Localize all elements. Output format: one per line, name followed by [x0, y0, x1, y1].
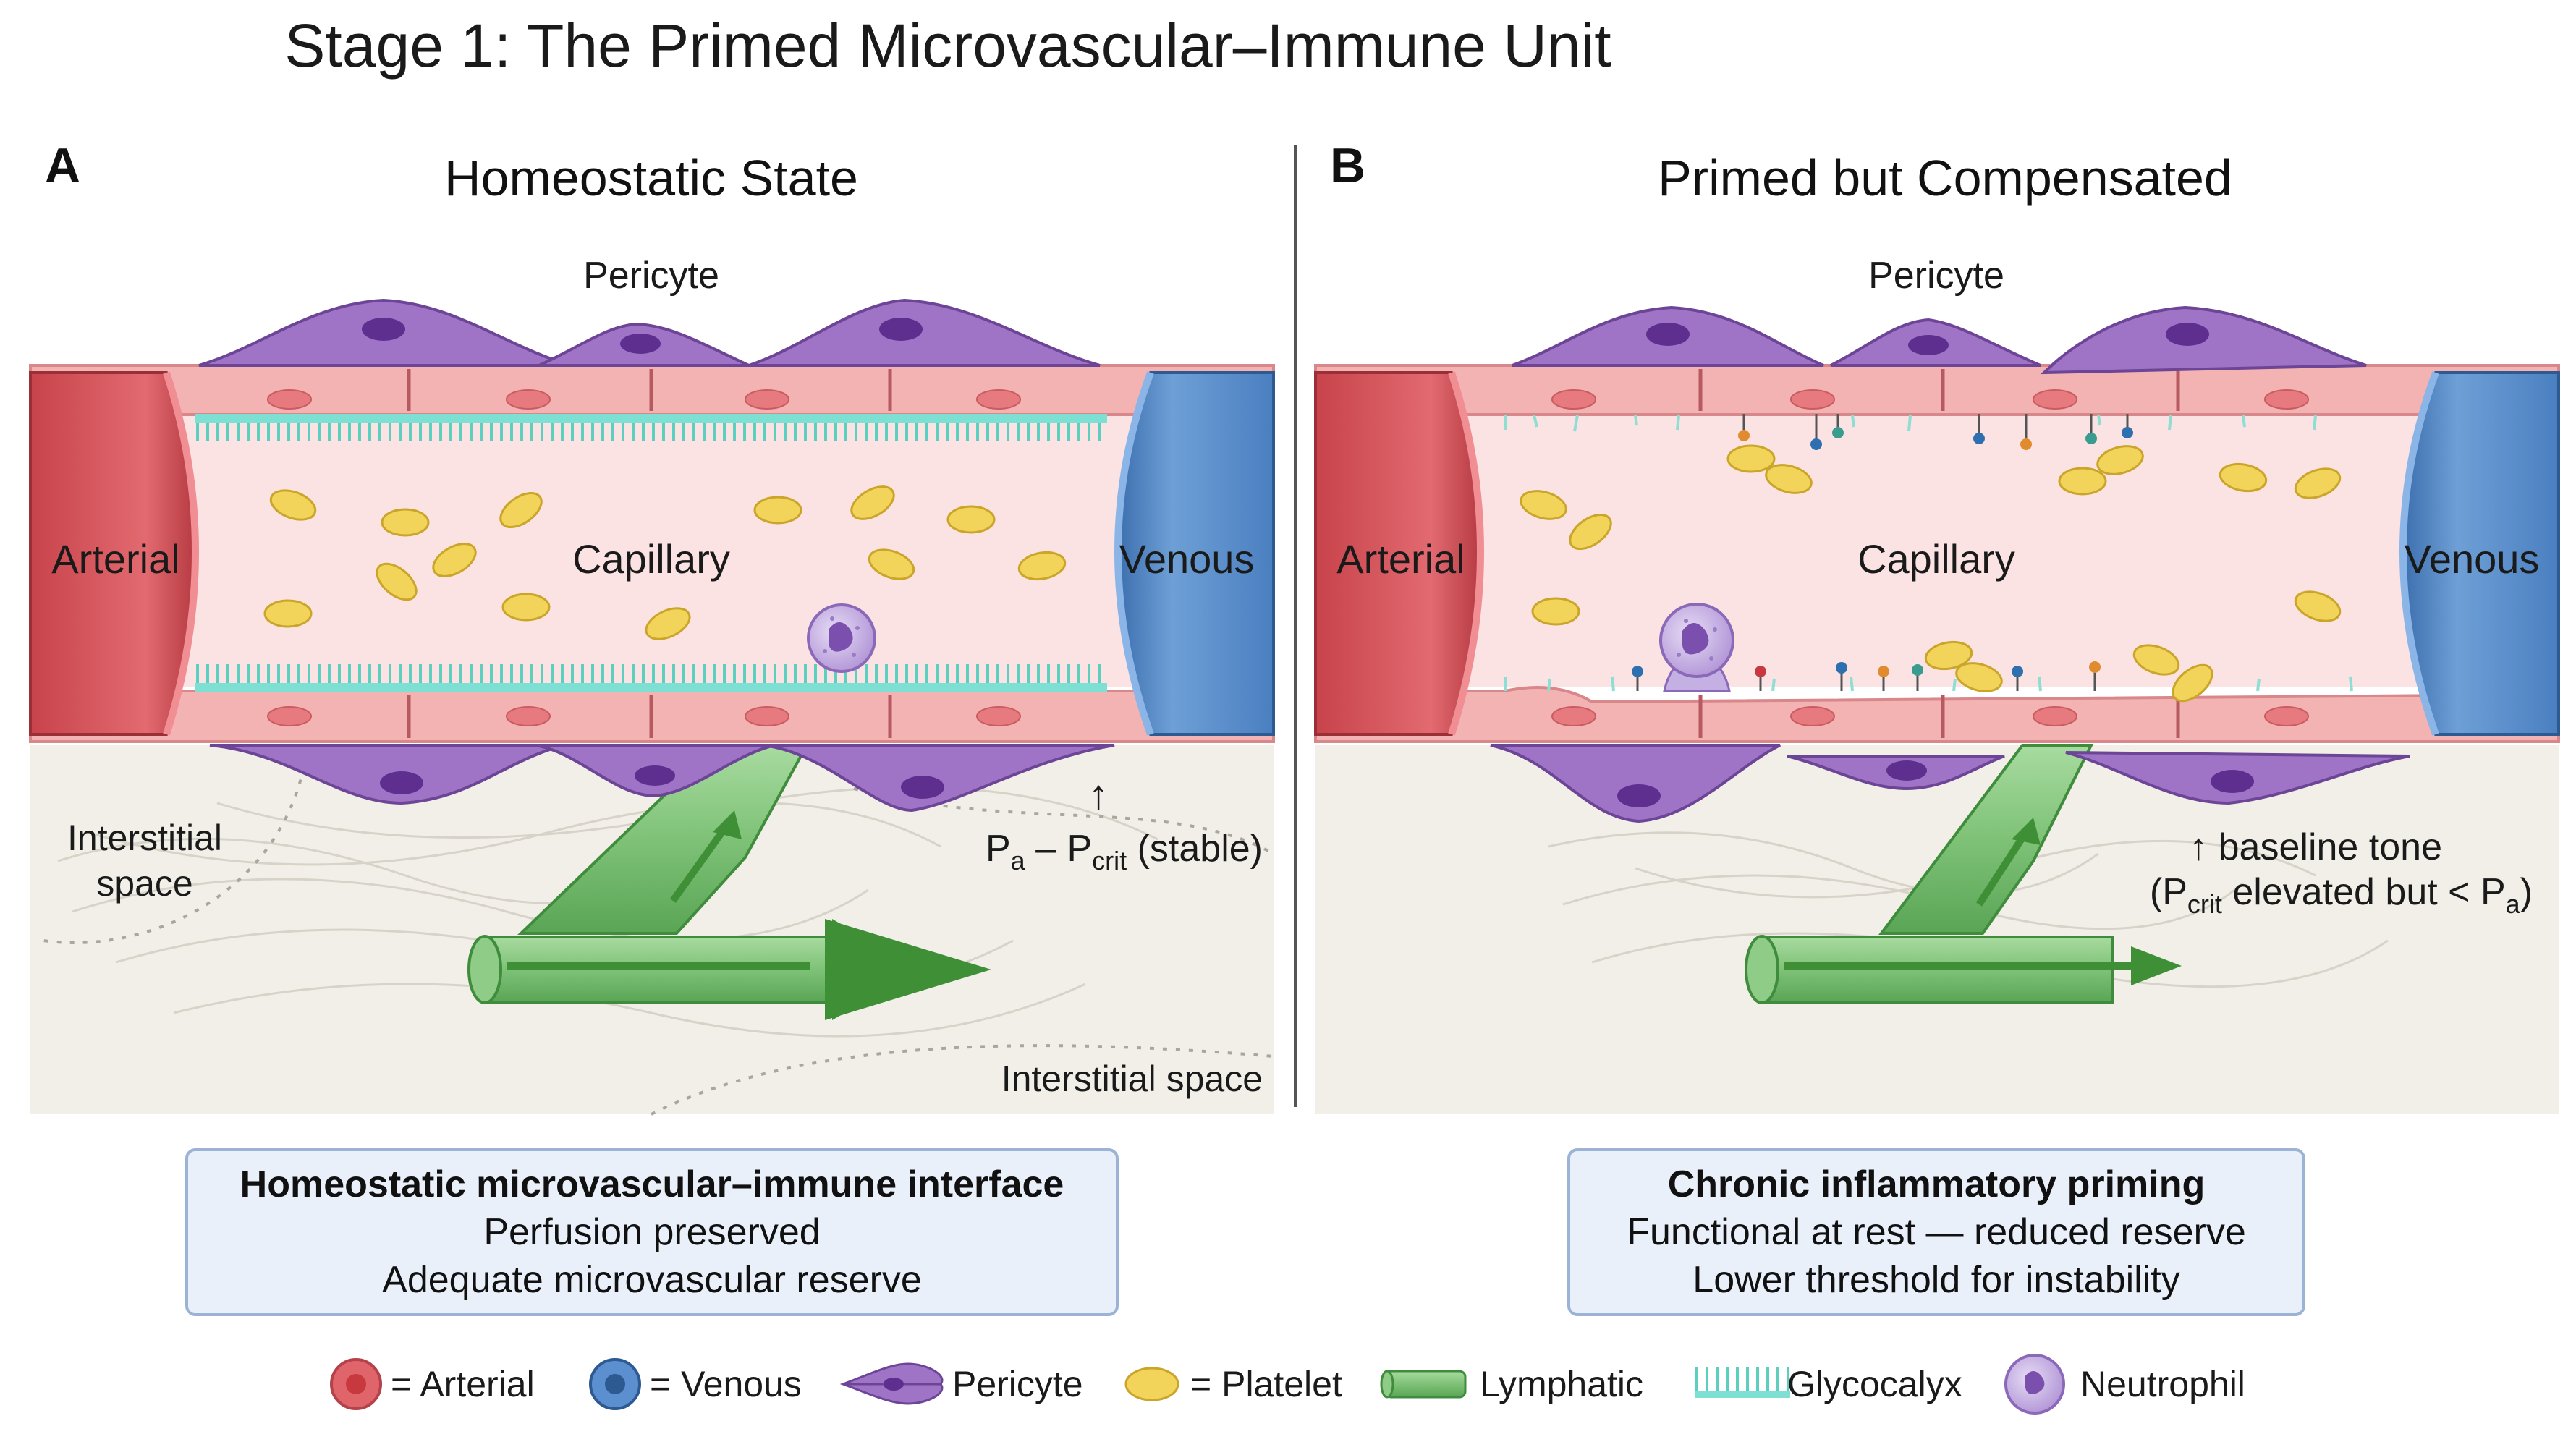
capillary-lumen-a: [30, 398, 1274, 687]
lymphatic-icon: [1384, 1370, 1467, 1399]
endothelial-nuclei-b: [1551, 389, 2309, 726]
pericytes-top-a: [198, 298, 1101, 367]
interstitial-boundary-a3: [651, 1044, 1274, 1116]
legend-item-venous: = Venous: [589, 1358, 802, 1410]
panel-a-heading: Homeostatic State: [444, 150, 858, 206]
caption-box-b: Chronic inflammatory priming Functional …: [1567, 1148, 2305, 1316]
interstitial-label-a-1: Interstitial: [67, 818, 222, 858]
lymphatic-vessel-a: [467, 744, 991, 1020]
endothelial-nuclei-a: [267, 389, 1021, 726]
figure-title: Stage 1: The Primed Microvascular–Immune…: [284, 12, 1611, 80]
pericyte-label-b: Pericyte: [1868, 255, 2004, 297]
caption-b-line2: Lower threshold for instability: [1692, 1259, 2180, 1301]
caption-a-title: Homeostatic microvascular–immune interfa…: [240, 1163, 1064, 1205]
caption-a-line2: Adequate microvascular reserve: [382, 1259, 922, 1301]
legend-item-neutrophil: Neutrophil: [2004, 1354, 2245, 1415]
interstitial-label-a-2: space: [96, 863, 192, 904]
legend-item-platelet: = Platelet: [1124, 1364, 1342, 1404]
legend-label-lymphatic: Lymphatic: [1480, 1364, 1643, 1404]
caption-b-title: Chronic inflammatory priming: [1667, 1163, 2206, 1205]
pericyte-nuclei-top-a: [362, 318, 923, 354]
lymphatic-vessel-b: [1745, 744, 2182, 1004]
panel-a: A Homeostatic State: [29, 138, 1275, 1116]
panel-a-letter: A: [45, 138, 80, 193]
panel-b-heading: Primed but Compensated: [1658, 150, 2232, 206]
pericyte-nuclei-top-b: [1646, 323, 2209, 355]
legend-label-pericyte: Pericyte: [952, 1364, 1083, 1404]
capillary-label-a: Capillary: [572, 536, 730, 582]
caption-a-line1: Perfusion preserved: [483, 1211, 821, 1253]
arterial-label-a: Arterial: [51, 536, 179, 582]
pressure-note-a: Pa – Pcrit (stable): [986, 828, 1263, 875]
legend-label-venous: = Venous: [650, 1364, 802, 1404]
pericyte-nuclei-bottom-a: [380, 765, 944, 799]
pericyte-label-a: Pericyte: [583, 255, 719, 297]
legend-label-platelet: = Platelet: [1190, 1364, 1342, 1404]
legend: = Arterial = Venous Pericyte = Platelet …: [330, 1354, 2245, 1415]
platelets-b: [1520, 444, 2342, 703]
legend-label-neutrophil: Neutrophil: [2080, 1364, 2245, 1404]
platelets-a: [263, 485, 1067, 640]
platelet-icon: [1124, 1367, 1179, 1401]
tone-note-b-line1: ↑ baseline tone: [2189, 826, 2442, 868]
venous-rim-a: [1114, 371, 1154, 736]
panel-b-letter: B: [1330, 138, 1365, 193]
cell-junctions-b: [1698, 369, 2180, 738]
neutrophil-a: [807, 603, 876, 673]
neutrophil-b: [1659, 603, 1734, 692]
arterial-rim-b: [1448, 371, 1484, 736]
interstitial-label-a-right: Interstitial space: [1001, 1059, 1263, 1099]
endothelium-top-b: [1314, 364, 2560, 416]
venous-label-b: Venous: [2405, 536, 2540, 582]
venous-label-a: Venous: [1119, 536, 1255, 582]
venous-rim-b: [2399, 371, 2439, 736]
arterial-rim-a: [163, 371, 199, 736]
endothelium-bottom-b: [1314, 686, 2560, 743]
legend-item-arterial: = Arterial: [330, 1358, 535, 1410]
arterial-label-b: Arterial: [1336, 536, 1465, 582]
caption-box-a: Homeostatic microvascular–immune interfa…: [185, 1148, 1119, 1316]
interstitial-boundary-a: [43, 766, 305, 944]
capillary-label-b: Capillary: [1857, 536, 2015, 582]
glycocalyx-top-base-a: [195, 414, 1107, 423]
pressure-arrow-a: ↑: [1088, 771, 1109, 818]
cell-junctions-a: [407, 369, 892, 738]
glycocalyx-bottom-base-a: [195, 683, 1107, 692]
legend-item-glycocalyx: Glycocalyx: [1695, 1364, 1962, 1404]
capillary-lumen-b: [1315, 398, 2559, 687]
legend-item-pericyte: Pericyte: [839, 1362, 1083, 1405]
glycocalyx-shed-b: [1504, 415, 2353, 692]
caption-b-line1: Functional at rest — reduced reserve: [1627, 1211, 2246, 1253]
pericyte-nuclei-bottom-b: [1617, 760, 2254, 807]
legend-label-glycocalyx: Glycocalyx: [1787, 1364, 1962, 1404]
panel-b: B Primed but Compensated: [1314, 138, 2560, 1114]
legend-item-lymphatic: Lymphatic: [1380, 1364, 1643, 1404]
adhesion-heads-b: [1632, 427, 2133, 677]
legend-label-arterial: = Arterial: [391, 1364, 535, 1404]
tone-note-b-line2: (Pcrit elevated but < Pa): [2150, 871, 2533, 919]
